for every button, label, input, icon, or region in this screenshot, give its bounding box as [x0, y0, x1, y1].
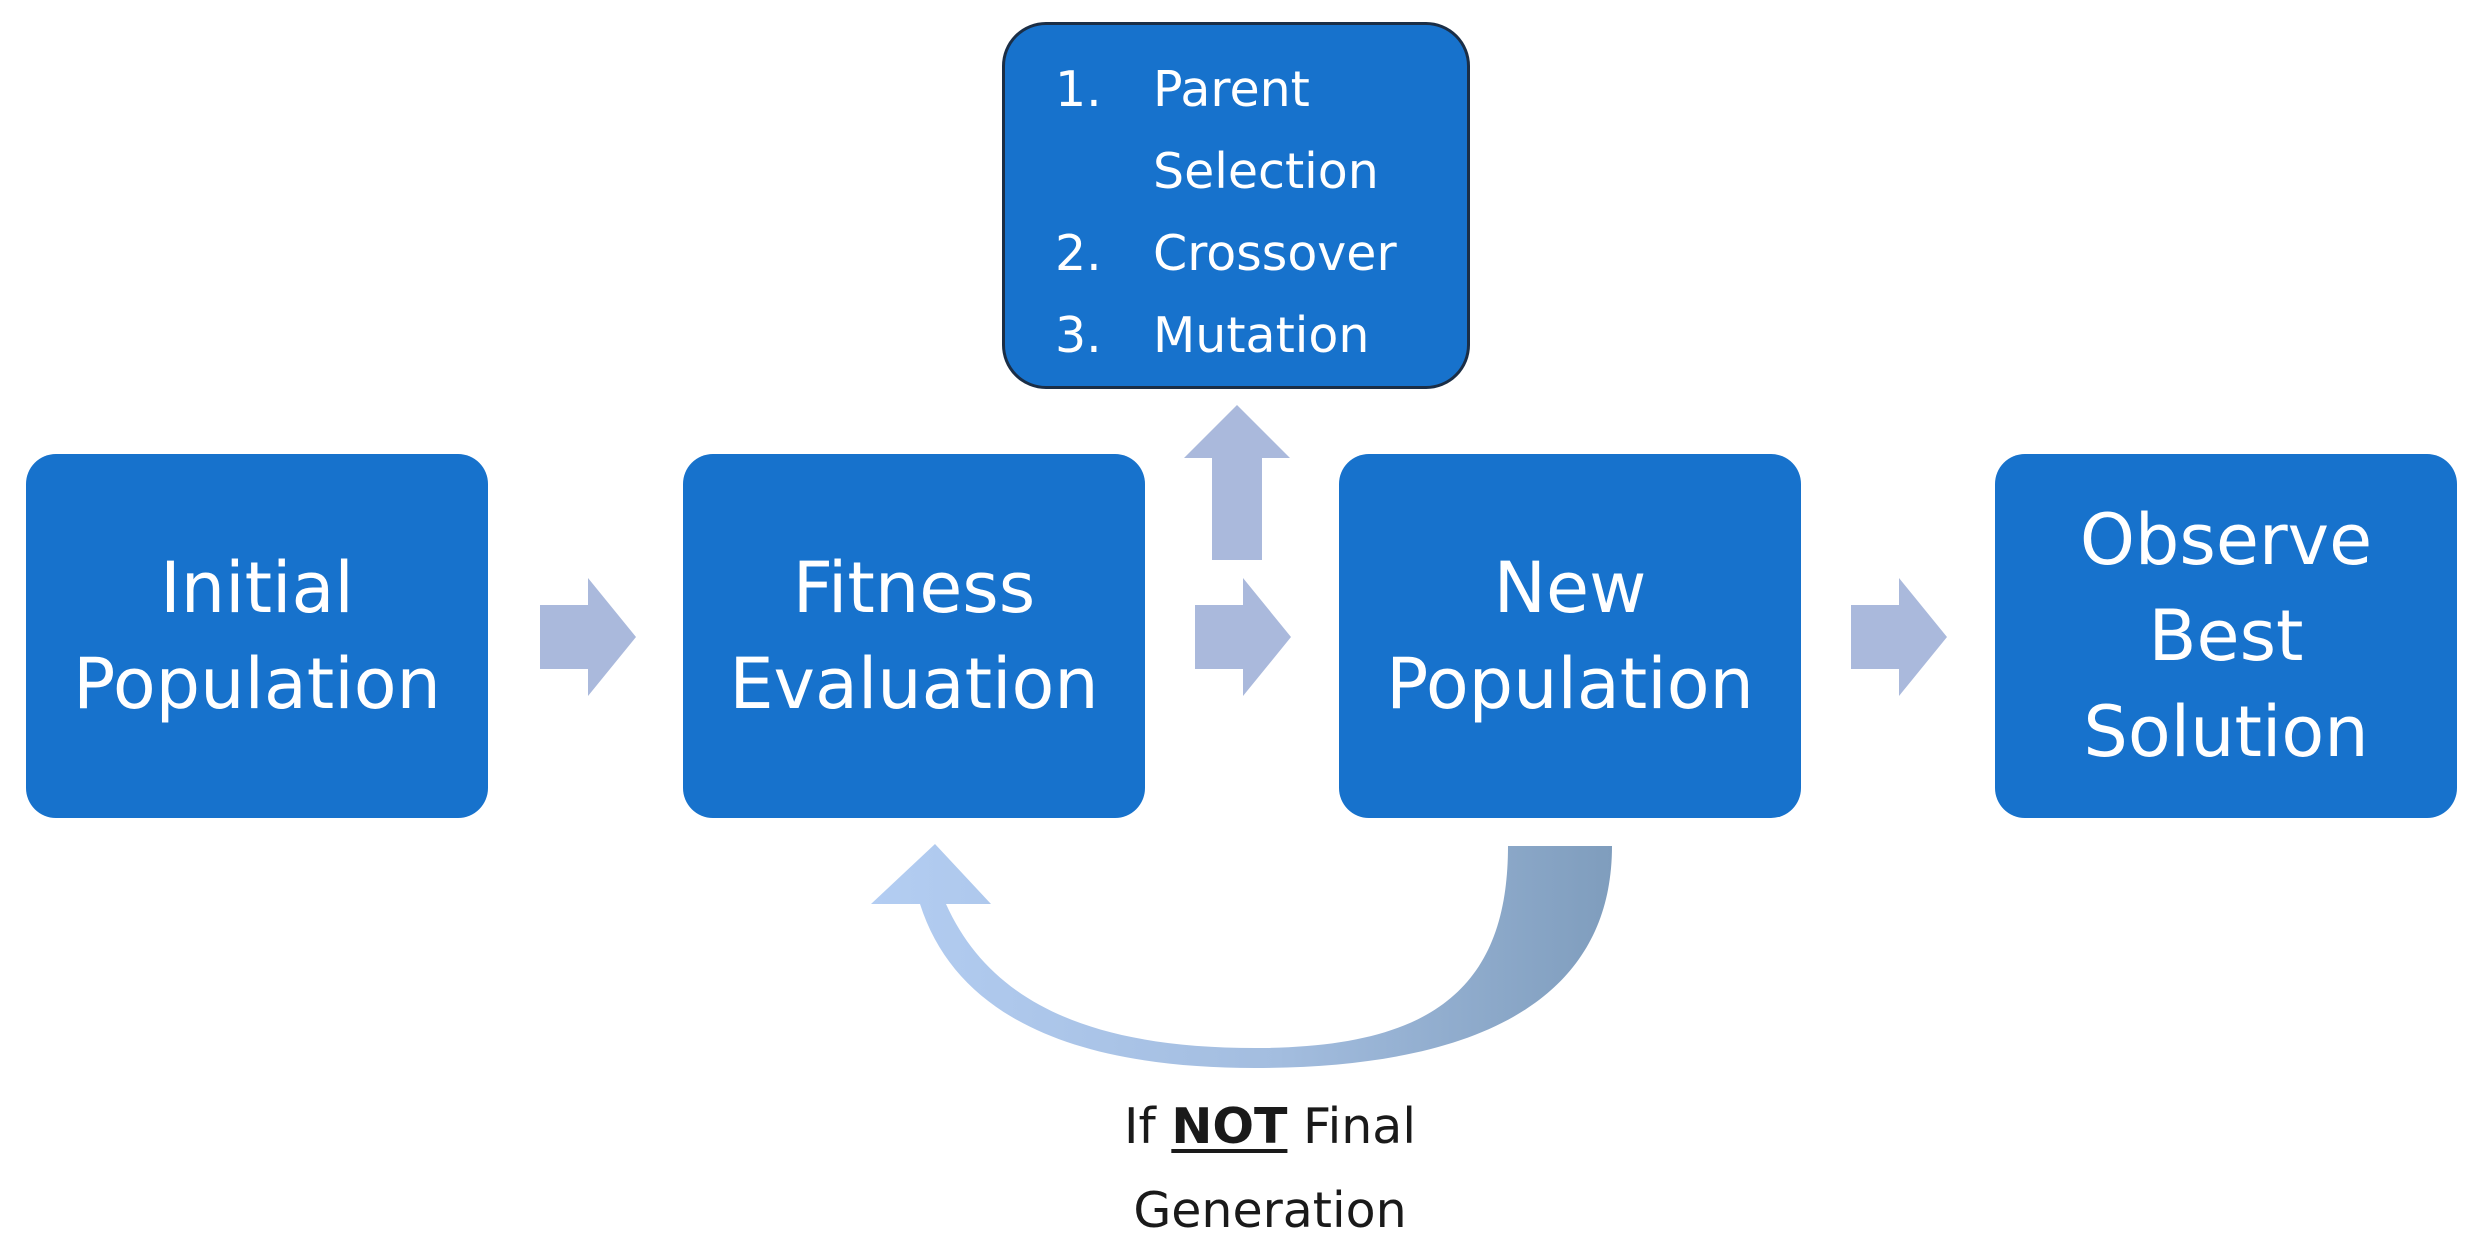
loop-caption-suffix: Final [1303, 1098, 1416, 1155]
arrow-new-to-observe [1851, 578, 1947, 696]
loop-caption-prefix: If [1124, 1098, 1156, 1155]
observe-line3: Solution [2083, 691, 2369, 773]
operator-label: Selection [1153, 143, 1379, 200]
operator-number: 1. [1055, 61, 1102, 118]
new-population-box: New Population [1339, 454, 1801, 818]
observe-best-solution-box: Observe Best Solution [1995, 454, 2457, 818]
new-population-line2: Population [1386, 643, 1754, 725]
initial-population-line1: Initial [160, 547, 354, 629]
loop-caption-line2: Generation [1133, 1182, 1407, 1239]
initial-population-box: Initial Population [26, 454, 488, 818]
arrow-fitness-to-new [1195, 578, 1291, 696]
genetic-operators-box: 1. Parent Selection 2. Crossover 3. Muta… [1002, 22, 1470, 389]
loop-condition-caption: If NOT Final Generation [1080, 1085, 1460, 1253]
fitness-evaluation-box: Fitness Evaluation [683, 454, 1145, 818]
operator-label: Mutation [1153, 307, 1370, 364]
new-population-line1: New [1493, 547, 1647, 629]
operator-number-spacer [1055, 131, 1153, 213]
operator-label: Parent [1153, 61, 1310, 118]
observe-line2: Best [2148, 595, 2304, 677]
loop-arrow [871, 844, 1612, 1068]
operator-label: Crossover [1153, 225, 1397, 282]
genetic-operators-list: 1. Parent Selection 2. Crossover 3. Muta… [1055, 49, 1443, 377]
loop-caption-emphasis: NOT [1171, 1098, 1288, 1155]
fitness-evaluation-line2: Evaluation [729, 643, 1099, 725]
arrow-up-to-operators [1184, 405, 1290, 560]
operator-item: 1. Parent [1055, 49, 1443, 131]
operator-item: 3. Mutation [1055, 295, 1443, 377]
operator-item-continuation: Selection [1055, 131, 1443, 213]
operator-number: 3. [1055, 307, 1102, 364]
initial-population-line2: Population [73, 643, 441, 725]
arrow-initial-to-fitness [540, 578, 636, 696]
operator-item: 2. Crossover [1055, 213, 1443, 295]
operator-number: 2. [1055, 225, 1102, 282]
loop-caption-line1: If NOT Final [1080, 1085, 1460, 1169]
observe-line1: Observe [2079, 499, 2373, 581]
fitness-evaluation-line1: Fitness [792, 547, 1036, 629]
